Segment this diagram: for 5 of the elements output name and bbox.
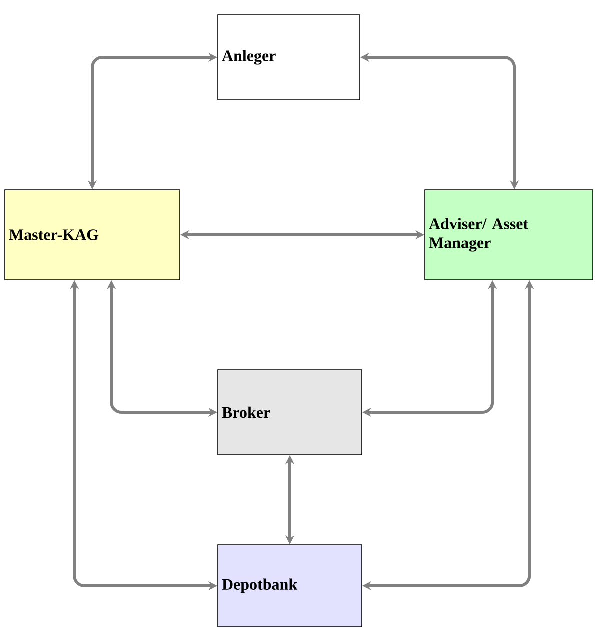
party-box: Depotbank (218, 544, 362, 628)
party-box: Adviser/ Asset Manager (424, 190, 594, 280)
party-box: Master-KAG (4, 190, 180, 280)
party-box: Anleger (218, 14, 360, 100)
party-box: Broker (218, 370, 362, 456)
